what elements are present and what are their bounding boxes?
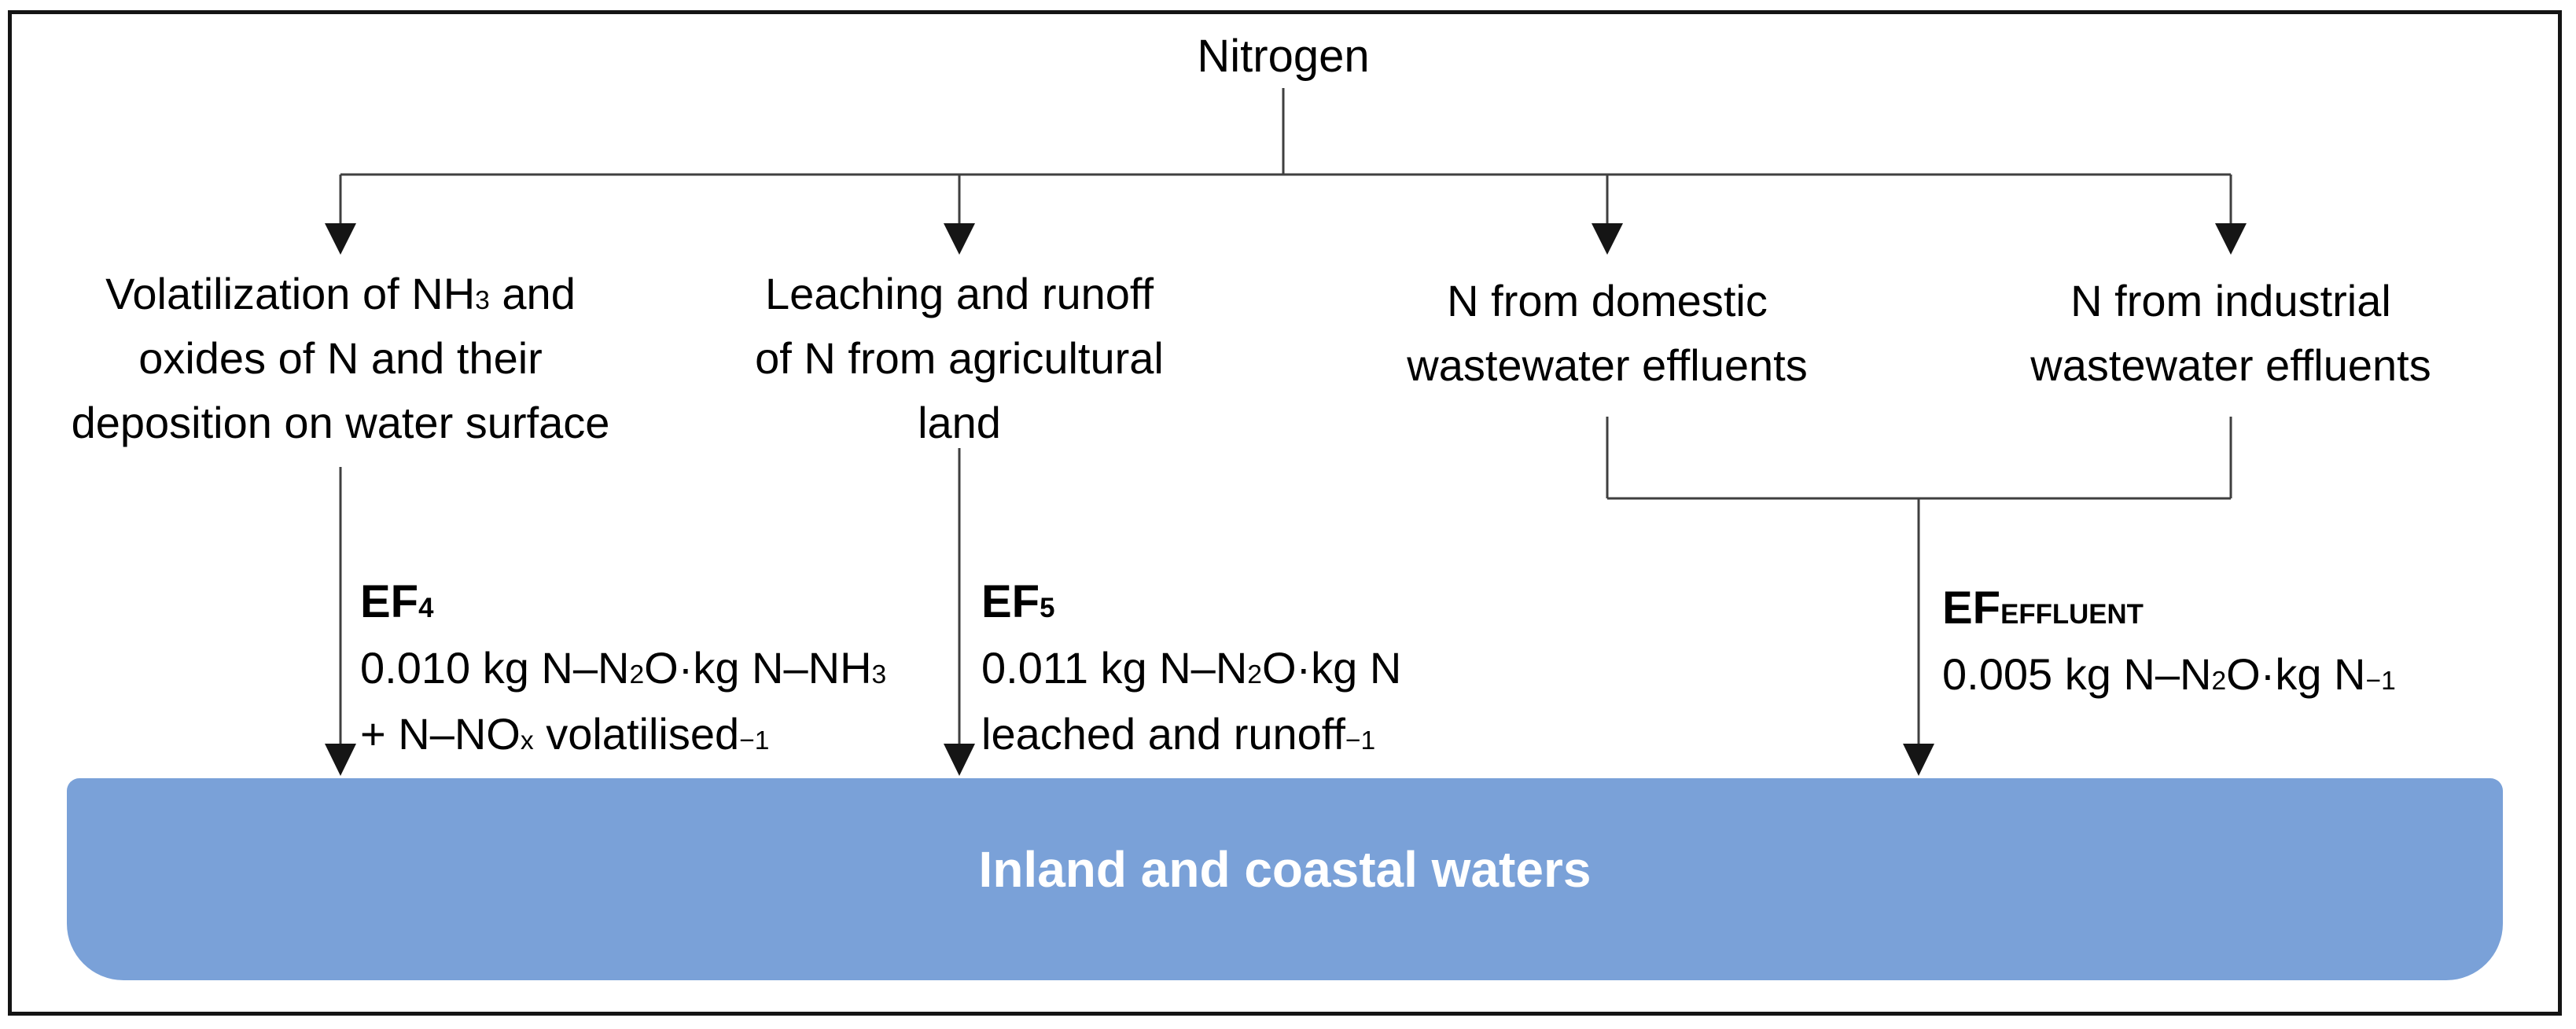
arrowhead-volatilization-water xyxy=(325,744,356,776)
emission-factor-effluent: EFEFFLUENT 0.005 kg N–N2O·kg N−1 xyxy=(1942,575,2396,707)
nitrogen-node-label: Nitrogen xyxy=(1197,31,1370,82)
arrowhead-domestic xyxy=(1592,223,1623,255)
ef5-value-line: leached and runoff−1 xyxy=(981,709,1376,759)
branch-label-volatilization: Volatilization of NH3 and oxides of N an… xyxy=(2,262,679,455)
branch-label-line: Volatilization of NH3 and xyxy=(105,269,576,318)
branch-label-line: wastewater effluents xyxy=(1407,340,1808,390)
branch-label-industrial: N from industrial wastewater effluents xyxy=(1971,269,2490,398)
ef5-value-line: 0.011 kg N–N2O·kg N xyxy=(981,643,1402,693)
branch-label-line: wastewater effluents xyxy=(2030,340,2431,390)
branch-label-leaching: Leaching and runoff of N from agricultur… xyxy=(700,262,1219,455)
branch-label-line: land xyxy=(918,398,1001,447)
arrowhead-industrial xyxy=(2215,223,2247,255)
branch-label-domestic: N from domestic wastewater effluents xyxy=(1348,269,1867,398)
figure-border xyxy=(8,10,2562,1016)
emission-factor-ef4: EF4 0.010 kg N–N2O·kg N–NH3 + N–NOx vola… xyxy=(360,569,886,767)
ef4-value-line: 0.010 kg N–N2O·kg N–NH3 xyxy=(360,643,887,693)
branch-label-line: N from industrial xyxy=(2070,276,2391,325)
arrowhead-effluent-water xyxy=(1903,744,1934,776)
ef-effluent-name: EFEFFLUENT xyxy=(1942,582,2144,634)
branch-label-line: Leaching and runoff xyxy=(764,269,1154,318)
arrowhead-volatilization xyxy=(325,223,356,255)
branch-label-line: N from domestic xyxy=(1447,276,1768,325)
arrowhead-leaching xyxy=(944,223,975,255)
branch-label-line: oxides of N and their xyxy=(138,333,543,383)
ef-effluent-value-line: 0.005 kg N–N2O·kg N−1 xyxy=(1942,649,2396,699)
branch-label-line: of N from agricultural xyxy=(755,333,1164,383)
ef4-value-line: + N–NOx volatilised−1 xyxy=(360,709,770,759)
branch-label-line: deposition on water surface xyxy=(71,398,610,447)
arrowhead-leaching-water xyxy=(944,744,975,776)
inland-coastal-waters-box: Inland and coastal waters xyxy=(67,778,2503,980)
ef5-name: EF5 xyxy=(981,576,1055,627)
inland-coastal-waters-label: Inland and coastal waters xyxy=(978,840,1592,898)
ef4-name: EF4 xyxy=(360,576,434,627)
emission-factor-ef5: EF5 0.011 kg N–N2O·kg N leached and runo… xyxy=(981,569,1401,767)
